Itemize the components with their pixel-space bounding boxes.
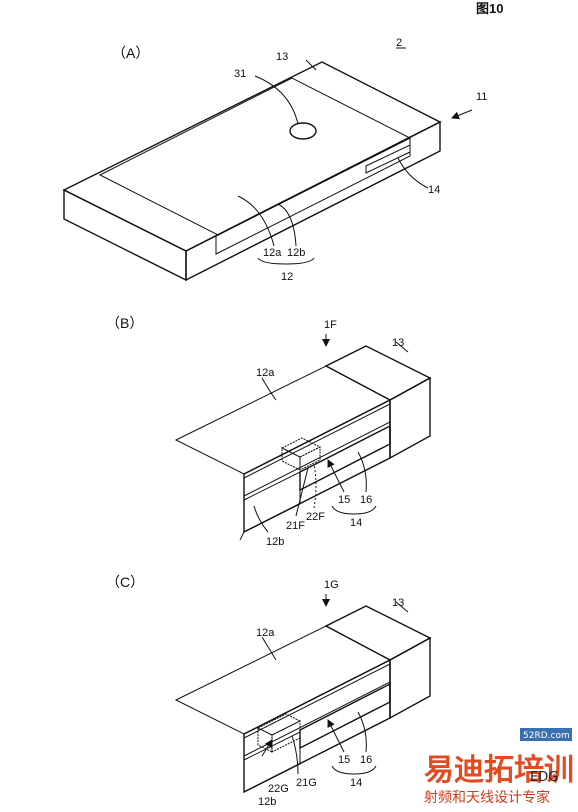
callout-12b: 12b bbox=[287, 247, 305, 259]
watermark-corner: EDG bbox=[530, 770, 558, 785]
side-strip bbox=[215, 137, 411, 255]
callout-13-c: 13 bbox=[392, 597, 404, 609]
leader-15-c bbox=[327, 719, 345, 753]
leader-12a-b bbox=[261, 377, 277, 401]
side-strip-c-top bbox=[243, 663, 391, 757]
callout-21g: 21G bbox=[296, 777, 317, 789]
bezel-top-c bbox=[324, 605, 432, 661]
figure-title: 图10 bbox=[476, 1, 503, 16]
end-face-c bbox=[389, 636, 431, 720]
component-21g-front bbox=[257, 727, 273, 753]
panel-c: （C） 1G 13 12a 12b 22G 21G 15 16 bbox=[106, 574, 432, 808]
panel-b: （B） 1F 13 12a 12b 21F 22F bbox=[106, 315, 432, 548]
slot-c bbox=[299, 682, 391, 750]
callout-11: 11 bbox=[476, 91, 487, 103]
callout-13-b: 13 bbox=[392, 337, 404, 349]
callout-31: 31 bbox=[234, 68, 246, 80]
leader-12b-b bbox=[253, 505, 269, 533]
leader-16 bbox=[357, 451, 367, 493]
leader-13-b bbox=[395, 341, 409, 353]
side-strip-c-bottom bbox=[243, 731, 301, 793]
watermark-sub-text: 射频和天线设计专家 bbox=[424, 789, 550, 806]
component-21f-top bbox=[280, 437, 322, 458]
leader-12b bbox=[277, 203, 297, 247]
leader-14 bbox=[397, 157, 429, 189]
panel-a: （A） 2 13 31 11 14 12a 12b 12 bbox=[62, 37, 487, 283]
callout-22f: 22F bbox=[306, 511, 325, 523]
device-right-face bbox=[185, 120, 441, 282]
bezel-top-b bbox=[324, 345, 432, 401]
callout-12b-c: 12b bbox=[258, 796, 276, 807]
edge-b bbox=[239, 531, 245, 541]
component-21g-side bbox=[271, 720, 301, 753]
panel-a-label: （A） bbox=[112, 45, 149, 61]
leader-12a-c bbox=[261, 636, 277, 661]
callout-14-c: 14 bbox=[350, 777, 362, 789]
device-top-face bbox=[62, 61, 442, 252]
leader-22g bbox=[261, 739, 273, 757]
watermark: 易迪拓培训 52RD.com EDG 射频和天线设计专家 bbox=[424, 728, 574, 806]
callout-15-b: 15 bbox=[338, 494, 350, 506]
slot-b bbox=[299, 424, 391, 492]
leader-21g bbox=[291, 735, 299, 775]
panel-c-label: （C） bbox=[106, 574, 144, 590]
callout-12a-c: 12a bbox=[256, 627, 275, 639]
callout-12b-b: 12b bbox=[266, 536, 284, 548]
callout-22g: 22G bbox=[268, 783, 289, 795]
brace-12 bbox=[257, 257, 315, 265]
leader-11 bbox=[451, 109, 473, 120]
watermark-url-badge bbox=[520, 728, 572, 741]
leader-21f bbox=[295, 467, 309, 517]
device-front-face bbox=[63, 188, 187, 282]
callout-14: 14 bbox=[428, 184, 440, 196]
callout-12: 12 bbox=[281, 271, 293, 283]
leader-16-c bbox=[357, 711, 367, 753]
slot-14 bbox=[365, 144, 411, 174]
leader-15 bbox=[327, 459, 345, 493]
camera-hole bbox=[289, 122, 317, 140]
leader-13-c bbox=[395, 601, 409, 613]
callout-21f: 21F bbox=[286, 520, 305, 532]
watermark-url: 52RD.com bbox=[523, 731, 570, 741]
leader-13 bbox=[305, 59, 317, 71]
end-face-b bbox=[389, 376, 431, 460]
brace-14-c bbox=[331, 765, 377, 775]
callout-15-c: 15 bbox=[338, 754, 350, 766]
panel-b-label: （B） bbox=[106, 315, 143, 331]
side-strip-b-top bbox=[243, 403, 391, 497]
side-strip-b-bottom bbox=[243, 471, 301, 533]
callout-1f: 1F bbox=[324, 319, 337, 331]
display-surface bbox=[98, 77, 412, 236]
callout-14-b: 14 bbox=[350, 517, 362, 529]
callout-1g: 1G bbox=[324, 579, 339, 591]
leader-22f bbox=[313, 463, 317, 509]
callout-13: 13 bbox=[276, 51, 288, 63]
leader-31 bbox=[254, 75, 299, 125]
callout-16-c: 16 bbox=[360, 754, 372, 766]
callout-16-b: 16 bbox=[360, 494, 372, 506]
watermark-main-text: 易迪拓培训 bbox=[424, 753, 574, 788]
brace-14-b bbox=[331, 505, 377, 515]
callout-12a: 12a bbox=[263, 247, 282, 259]
callout-12a-b: 12a bbox=[256, 367, 275, 379]
leader-12a bbox=[237, 195, 275, 247]
callout-2: 2 bbox=[396, 37, 402, 49]
